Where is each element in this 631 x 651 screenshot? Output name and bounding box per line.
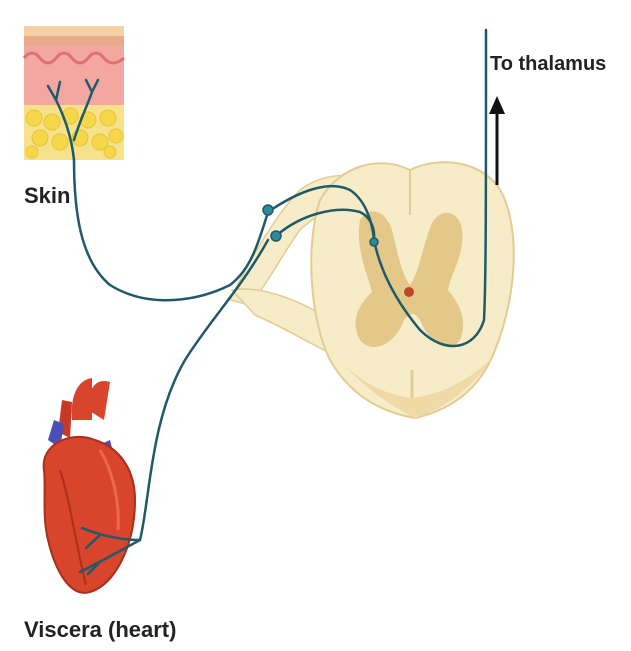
thalamus-label: To thalamus	[490, 53, 606, 76]
skin-section-icon	[24, 26, 124, 160]
skin-label: Skin	[24, 183, 70, 209]
viscera-label: Viscera (heart)	[24, 617, 176, 643]
somatic-afferent-fiber	[74, 160, 268, 300]
arrow-up-icon	[489, 96, 505, 185]
spinal-cord-section-icon	[230, 162, 514, 418]
heart-icon	[44, 378, 140, 593]
